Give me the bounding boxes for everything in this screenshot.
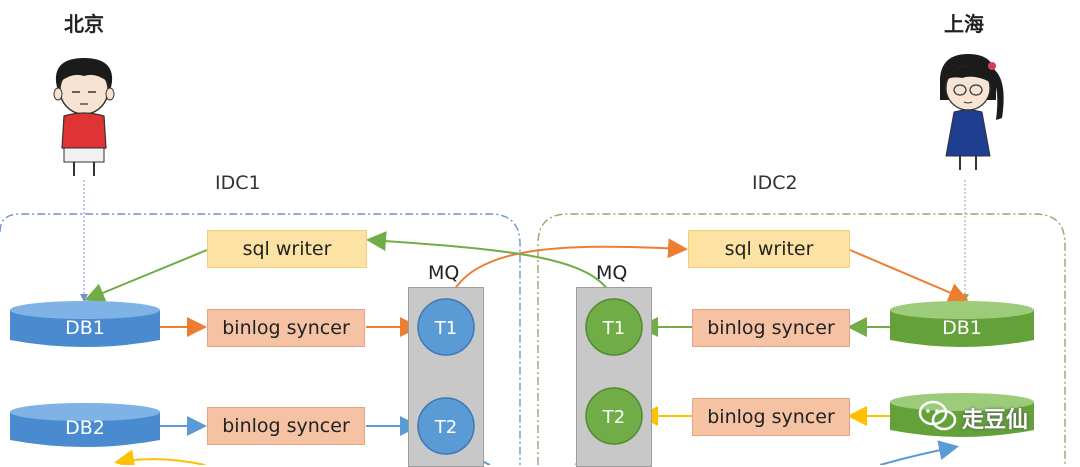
db1-right-cylinder: DB1 [890, 301, 1034, 347]
topic-t2-right: T2 [585, 387, 643, 445]
idc2-label: IDC2 [752, 172, 798, 194]
topic-t1-right-label: T1 [602, 318, 625, 339]
binlog-syncer-right-1: binlog syncer [692, 309, 850, 347]
arrow-writer-to-db1-left [84, 249, 208, 303]
idc1-label: IDC1 [215, 172, 261, 194]
arrow-blue-to-db2-right [879, 440, 959, 465]
topic-t1-right: T1 [585, 298, 643, 356]
sql-writer-right: sql writer [688, 230, 850, 268]
sql-writer-left: sql writer [207, 230, 367, 268]
binlog-syncer-left-1: binlog syncer [207, 309, 365, 347]
db2-right-cylinder [890, 393, 1034, 437]
db2-left-label: DB2 [65, 417, 105, 439]
db1-left-cylinder: DB1 [10, 301, 160, 347]
arrow-yellow-to-db2-left [114, 449, 206, 465]
city-label-left: 北京 [64, 12, 104, 36]
topic-t2-left: T2 [417, 397, 475, 455]
arrow-right-t1-to-left-writer [366, 231, 615, 303]
arrow-left-t1-to-right-writer [447, 238, 688, 303]
binlog-syncer-left-2: binlog syncer [207, 407, 365, 445]
binlog-syncer-right-2: binlog syncer [692, 398, 850, 436]
db2-left-cylinder: DB2 [10, 403, 160, 447]
watermark-text: 走豆仙 [962, 408, 1029, 433]
topic-t2-left-label: T2 [434, 417, 457, 438]
wechat-icon [918, 400, 957, 431]
idc1-boundary [0, 213, 521, 465]
db1-left-label: DB1 [65, 317, 105, 339]
mq-label-right: MQ [596, 262, 628, 284]
topic-t1-left-label: T1 [434, 318, 457, 339]
idc2-boundary [537, 213, 1066, 465]
topic-t2-right-label: T2 [602, 407, 625, 428]
mq-label-left: MQ [428, 262, 460, 284]
boy-avatar [53, 58, 115, 176]
db1-right-label: DB1 [942, 317, 982, 339]
topic-t1-left: T1 [417, 298, 475, 356]
girl-avatar [940, 54, 1004, 170]
city-label-right: 上海 [944, 12, 984, 36]
arrow-writer-to-db1-right [849, 249, 969, 302]
